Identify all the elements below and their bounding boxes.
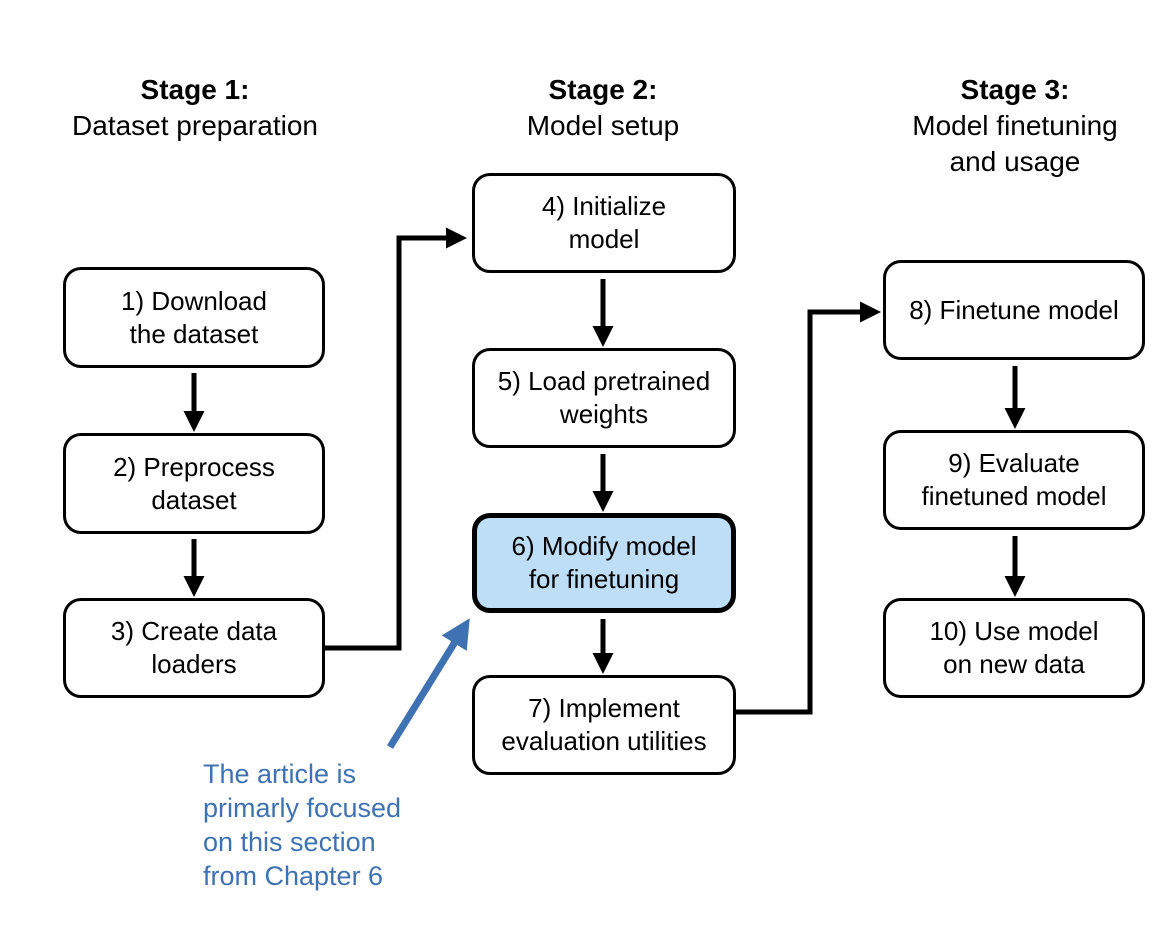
step-box-7-line1: 7) Implement (528, 693, 680, 723)
step-box-10: 10) Use model on new data (883, 598, 1145, 698)
annotation-arrow (387, 618, 470, 749)
annotation-line3: on this section (203, 827, 376, 857)
step-box-2-line2: dataset (151, 484, 237, 515)
stage-2-subtitle: Model setup (526, 110, 680, 141)
stage-3-header: Stage 3: Model finetuning and usage (860, 72, 1170, 180)
step-box-9-line2: finetuned model (921, 481, 1107, 511)
annotation-line4: from Chapter 6 (203, 861, 384, 891)
step-box-7-line2: evaluation utilities (501, 726, 707, 756)
step-box-5: 5) Load pretrained weights (472, 348, 736, 448)
step-box-9-line1: 9) Evaluate (948, 448, 1080, 478)
step-box-10-line1: 10) Use model (929, 616, 1099, 646)
step-box-1-line2: the dataset (129, 318, 259, 349)
stage-1-subtitle: Dataset preparation (72, 110, 318, 141)
step-box-5-line1: 5) Load pretrained (497, 366, 711, 396)
step-box-2-line1: 2) Preprocess (113, 451, 275, 482)
annotation-line1: The article is (203, 759, 357, 789)
annotation-line2: primarly focused (203, 793, 402, 823)
step-box-6-line1: 6) Modify model (511, 531, 697, 561)
step-box-3-line1: 3) Create data (110, 616, 278, 646)
step-box-3: 3) Create data loaders (63, 598, 325, 698)
step-box-4: 4) Initialize model (472, 173, 736, 273)
connector-box3-box4 (325, 227, 467, 651)
step-box-9: 9) Evaluate finetuned model (883, 430, 1145, 530)
step-box-7: 7) Implement evaluation utilities (472, 675, 736, 775)
step-box-5-line2: weights (559, 399, 649, 429)
step-box-2: 2) Preprocess dataset (63, 433, 325, 534)
step-box-10-line2: on new data (943, 649, 1085, 679)
connector-box7-box8 (736, 301, 881, 715)
step-box-3-line2: loaders (151, 649, 237, 679)
stage-1-header: Stage 1: Dataset preparation (40, 72, 350, 144)
step-box-4-line1: 4) Initialize (541, 191, 667, 221)
stage-2-title: Stage 2: (548, 74, 658, 105)
stage-3-subtitle-line1: Model finetuning (912, 110, 1118, 141)
stage-1-title: Stage 1: (140, 74, 250, 105)
step-box-1: 1) Download the dataset (63, 267, 325, 368)
stage-3-subtitle-line2: and usage (949, 146, 1081, 177)
step-box-6-line2: for finetuning (528, 564, 680, 594)
step-box-6-highlighted: 6) Modify model for finetuning (472, 513, 736, 613)
annotation-note: The article is primarly focused on this … (203, 757, 401, 893)
step-box-1-line1: 1) Download (121, 285, 267, 316)
stage-2-header: Stage 2: Model setup (450, 72, 756, 144)
step-box-8: 8) Finetune model (883, 260, 1145, 360)
step-box-4-line2: model (568, 224, 640, 254)
step-box-8-line1: 8) Finetune model (909, 294, 1119, 325)
stage-3-title: Stage 3: (960, 74, 1070, 105)
